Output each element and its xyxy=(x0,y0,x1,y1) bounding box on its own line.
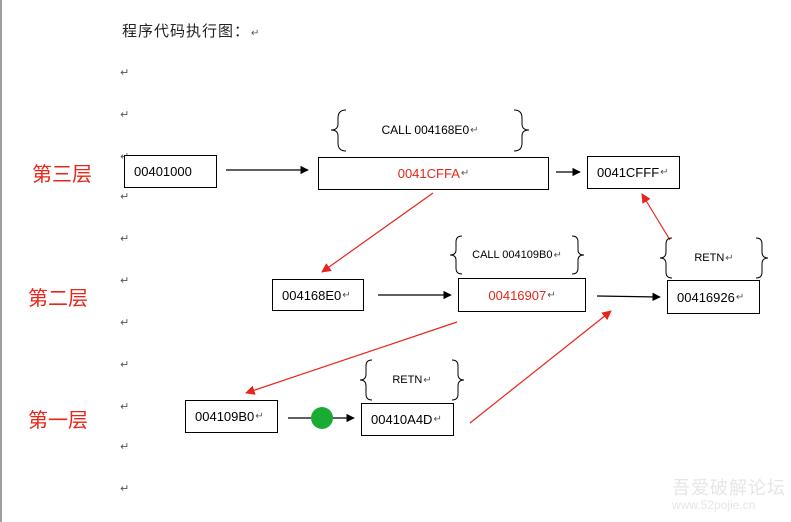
address-box-004168E0: 004168E0↵ xyxy=(272,279,364,311)
address-box-00416907: 00416907↵ xyxy=(458,278,586,312)
page-title: 程序代码执行图：↵ xyxy=(122,22,261,40)
brace-left xyxy=(359,359,373,401)
call-annotation: CALL 004168E0↵ xyxy=(381,123,479,137)
paragraph-mark: ↵ xyxy=(120,190,130,203)
address-box-00401000: 00401000 xyxy=(124,155,217,188)
brace-left xyxy=(659,237,673,279)
paragraph-mark: ↵ xyxy=(120,316,130,329)
paragraph-mark: ↵ xyxy=(120,440,130,453)
address-box-004109B0: 004109B0↵ xyxy=(185,400,278,433)
brace-right xyxy=(755,237,769,279)
address-box-0041CFFF: 0041CFFF↵ xyxy=(587,156,680,189)
brace-left xyxy=(449,235,463,275)
paragraph-mark: ↵ xyxy=(120,400,130,413)
breakpoint-marker xyxy=(311,407,333,429)
arrow-call-to-004168E0 xyxy=(321,192,434,273)
retn-annotation: RETN↵ xyxy=(694,252,734,264)
arrow-return-to-00416926 xyxy=(469,310,612,424)
paragraph-mark: ↵ xyxy=(120,274,130,287)
paragraph-mark: ↵ xyxy=(120,482,130,495)
level-1-label: 第一层 xyxy=(28,408,88,432)
watermark-logo-text: 吾爱破解论坛 xyxy=(672,478,786,499)
arrow-call-to-004109B0 xyxy=(245,321,458,395)
brace-right xyxy=(451,359,465,401)
paragraph-mark: ↵ xyxy=(120,232,130,245)
paragraph-mark: ↵ xyxy=(120,358,130,371)
brace-right xyxy=(513,109,530,152)
brace-right xyxy=(571,235,585,275)
level-2-label: 第二层 xyxy=(28,286,88,310)
arrow-00416907-to-00416926 xyxy=(596,292,661,302)
call-annotation: CALL 004109B0↵ xyxy=(472,249,562,261)
retn-annotation: RETN↵ xyxy=(392,374,432,386)
paragraph-mark: ↵ xyxy=(120,108,130,121)
document-left-edge xyxy=(0,0,2,522)
watermark-url: www.52pojie.cn xyxy=(672,498,756,512)
address-box-00416926: 00416926↵ xyxy=(667,280,760,314)
paragraph-mark: ↵ xyxy=(120,66,130,79)
address-box-00410A4D: 00410A4D↵ xyxy=(361,403,454,436)
brace-left xyxy=(330,109,347,152)
address-box-0041CFFA: 0041CFFA↵ xyxy=(318,157,549,190)
arrow-return-to-0041CFFF xyxy=(641,193,671,241)
level-3-label: 第三层 xyxy=(32,162,92,186)
